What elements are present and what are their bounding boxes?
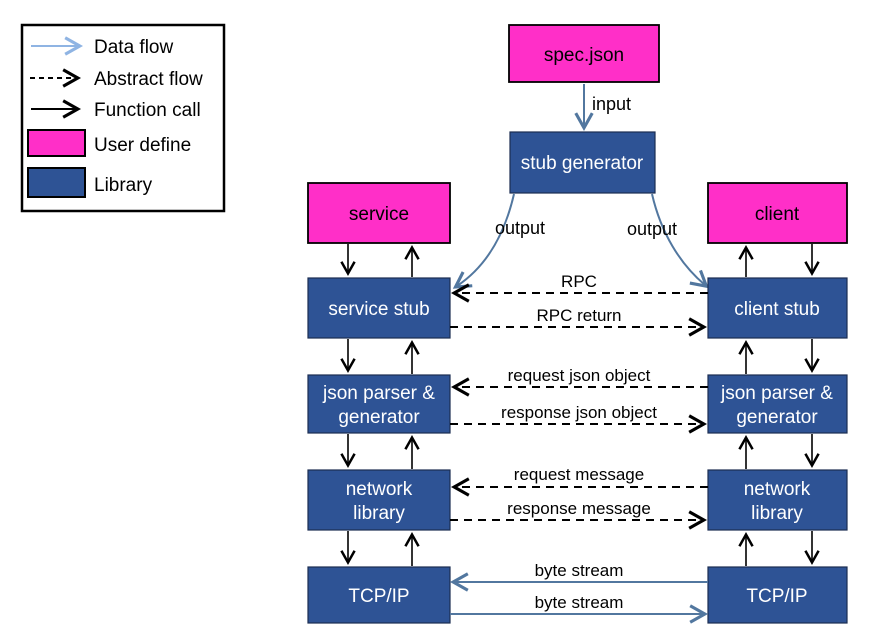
legend-abstract-flow-label: Abstract flow xyxy=(94,69,203,90)
service-box xyxy=(307,182,451,244)
rpc-return-label: RPC return xyxy=(536,306,621,325)
input-label: input xyxy=(592,94,631,114)
legend-data-flow-label: Data flow xyxy=(94,37,173,58)
network-library-left-box xyxy=(307,469,451,531)
json-parser-left-box xyxy=(307,374,451,434)
service-label: service xyxy=(349,204,409,225)
response-json-object-label: response json object xyxy=(501,403,657,422)
client-stub-label: client stub xyxy=(734,299,820,320)
json-parser-left-label-line2: generator xyxy=(338,407,420,428)
legend-function-call-label: Function call xyxy=(94,100,201,121)
json-parser-right-box xyxy=(707,374,848,434)
network-library-right-box xyxy=(707,469,848,531)
stub-generator-label: stub generator xyxy=(521,153,644,174)
output-left-arrow xyxy=(452,193,515,289)
byte-stream-bottom-label: byte stream xyxy=(535,593,624,612)
byte-stream-top-label: byte stream xyxy=(535,561,624,580)
output-right-arrow xyxy=(651,193,709,289)
network-library-right-label-line1: network xyxy=(744,479,811,500)
service-stub-label: service stub xyxy=(328,299,429,320)
json-parser-right-label-line2: generator xyxy=(736,407,818,428)
function-call-arrows-left-column xyxy=(340,244,420,566)
function-call-arrows-right-column xyxy=(738,244,820,566)
network-library-left-label-line2: library xyxy=(353,503,405,524)
client-stub-box xyxy=(707,277,848,339)
spec-json-box xyxy=(508,24,660,83)
request-message-label: request message xyxy=(514,465,644,484)
network-library-right-label-line2: library xyxy=(751,503,803,524)
json-parser-left-label-line1: json parser & xyxy=(322,383,435,404)
output-right-label: output xyxy=(627,219,677,239)
json-parser-right-label-line1: json parser & xyxy=(720,383,833,404)
legend-user-define-label: User define xyxy=(94,135,191,156)
tcp-ip-right-box xyxy=(707,566,848,624)
client-box xyxy=(707,182,848,244)
service-stub-box xyxy=(307,277,451,339)
legend-library-swatch xyxy=(27,167,86,198)
response-message-label: response message xyxy=(507,499,651,518)
legend-library-label: Library xyxy=(94,175,153,196)
client-label: client xyxy=(755,204,800,225)
output-left-label: output xyxy=(495,218,545,238)
tcp-ip-left-label: TCP/IP xyxy=(348,586,409,607)
tcp-ip-left-box xyxy=(307,566,451,624)
legend-user-define-swatch xyxy=(27,129,86,157)
stub-generator-box xyxy=(509,131,656,194)
request-json-object-label: request json object xyxy=(508,366,651,385)
rpc-label: RPC xyxy=(561,272,597,291)
legend: Data flow Abstract flow Function call Us… xyxy=(20,23,226,213)
tcp-ip-right-label: TCP/IP xyxy=(746,586,807,607)
spec-json-label: spec.json xyxy=(544,45,624,66)
network-library-left-label-line1: network xyxy=(346,479,413,500)
